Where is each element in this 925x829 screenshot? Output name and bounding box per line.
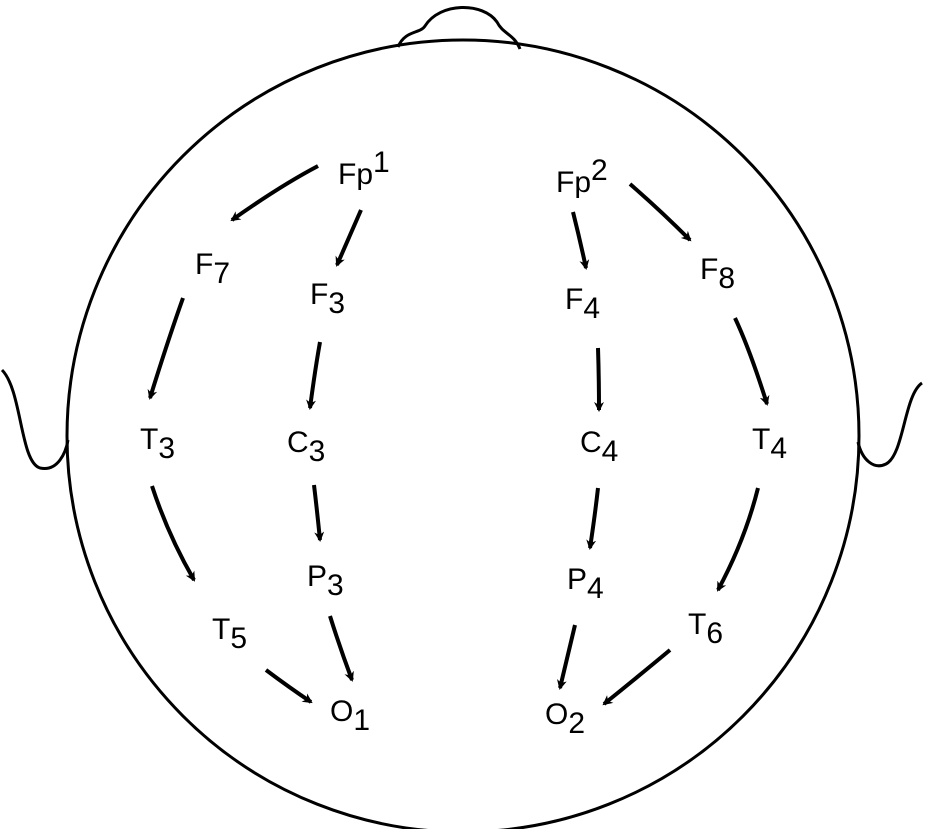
arrow-f4-c4 (593, 347, 604, 412)
arrow-f8-t4 (733, 317, 770, 406)
arrow-fp2-f8 (628, 182, 692, 242)
arrow-t3-t5 (150, 485, 196, 582)
arrow-p3-o1 (328, 615, 354, 682)
left-ear (0, 368, 70, 470)
electrode-c3: C3 (287, 426, 326, 468)
electrode-t4: T4 (752, 423, 788, 465)
arrow-t4-t6 (716, 487, 760, 592)
electrode-t5: T5 (212, 613, 248, 655)
electrode-fp1: Fp1 (338, 146, 390, 191)
nose-shape (396, 6, 522, 50)
electrode-f8: F8 (700, 253, 736, 295)
electrode-f4: F4 (565, 283, 601, 325)
arrow-fp1-f3 (335, 209, 363, 267)
arrow-fp2-f4 (571, 211, 590, 270)
arrow-c4-p4 (586, 487, 600, 550)
electrode-c4: C4 (580, 426, 619, 468)
arrow-t6-o2 (602, 648, 672, 706)
arrow-t5-o1 (264, 668, 313, 704)
electrode-p4: P4 (567, 563, 604, 605)
arrow-f3-c3 (306, 341, 322, 410)
right-ear (856, 381, 923, 468)
electrode-p3: P3 (307, 560, 344, 602)
arrow-p4-o2 (557, 624, 577, 690)
arrow-f7-t3 (147, 297, 185, 400)
arrow-c3-p3 (312, 484, 325, 542)
electrode-fp2: Fp2 (556, 154, 608, 199)
electrode-o2: O2 (545, 698, 586, 740)
head-circle (65, 38, 861, 829)
electrode-f3: F3 (310, 278, 346, 320)
electrode-f7: F7 (195, 248, 231, 290)
electrode-o1: O1 (330, 695, 371, 737)
electrode-t3: T3 (140, 423, 176, 465)
electrode-t6: T6 (688, 608, 724, 650)
arrow-fp1-f7 (230, 164, 319, 222)
